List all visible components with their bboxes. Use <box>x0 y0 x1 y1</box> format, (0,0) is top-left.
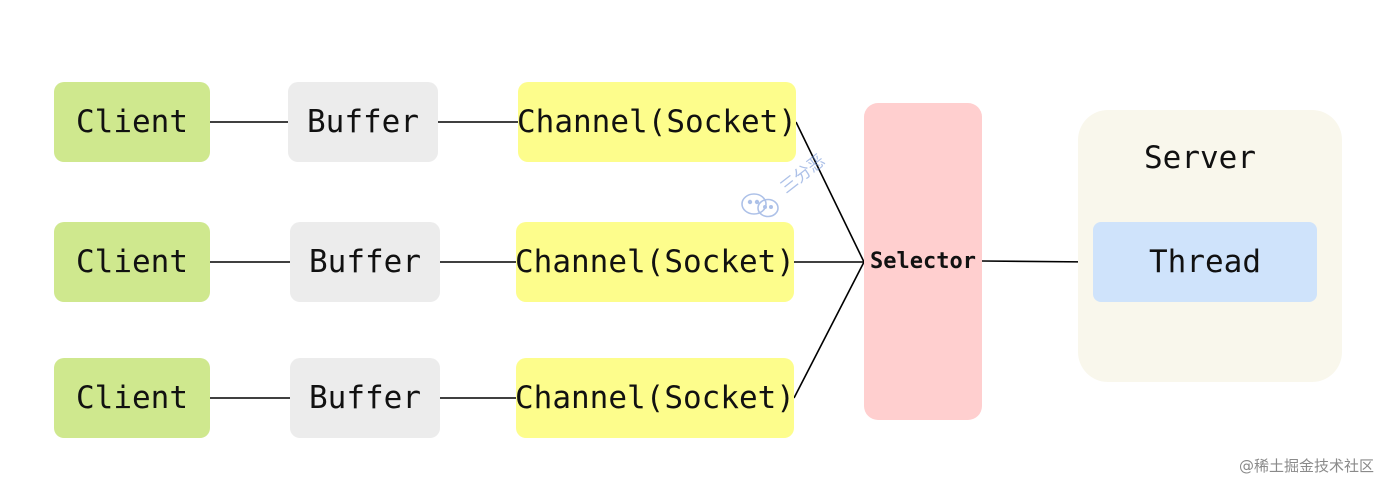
channel-box-2: Channel(Socket) <box>515 222 795 302</box>
client-label: Client <box>76 104 188 140</box>
buffer-label: Buffer <box>309 380 421 416</box>
channel-box-1: Channel(Socket) <box>517 82 797 162</box>
client-box-1: Client <box>54 82 210 162</box>
wechat-icon <box>741 193 779 218</box>
client-box-3: Client <box>54 358 210 438</box>
client-label: Client <box>76 244 188 280</box>
footer-credit: @稀土掘金技术社区 <box>1238 457 1374 475</box>
selector-thread-line <box>981 260 1094 263</box>
channel-label: Channel(Socket) <box>517 104 797 140</box>
buffer-box-3: Buffer <box>290 358 440 438</box>
selector-box: Selector <box>864 103 982 420</box>
channel-selector-line-1 <box>795 121 865 263</box>
server-label: Server <box>1144 140 1256 176</box>
channel-selector-line-3 <box>793 261 865 399</box>
buffer-label: Buffer <box>309 244 421 280</box>
client-box-2: Client <box>54 222 210 302</box>
thread-box: Thread <box>1093 222 1317 302</box>
watermark: 三分恶 <box>741 151 830 218</box>
channel-box-3: Channel(Socket) <box>515 358 795 438</box>
channel-label: Channel(Socket) <box>515 244 795 280</box>
client-label: Client <box>76 380 188 416</box>
buffer-box-1: Buffer <box>288 82 438 162</box>
selector-label: Selector <box>870 249 976 274</box>
thread-label: Thread <box>1149 244 1261 280</box>
buffer-box-2: Buffer <box>290 222 440 302</box>
watermark-text: 三分恶 <box>777 151 830 198</box>
buffer-label: Buffer <box>307 104 419 140</box>
channel-label: Channel(Socket) <box>515 380 795 416</box>
